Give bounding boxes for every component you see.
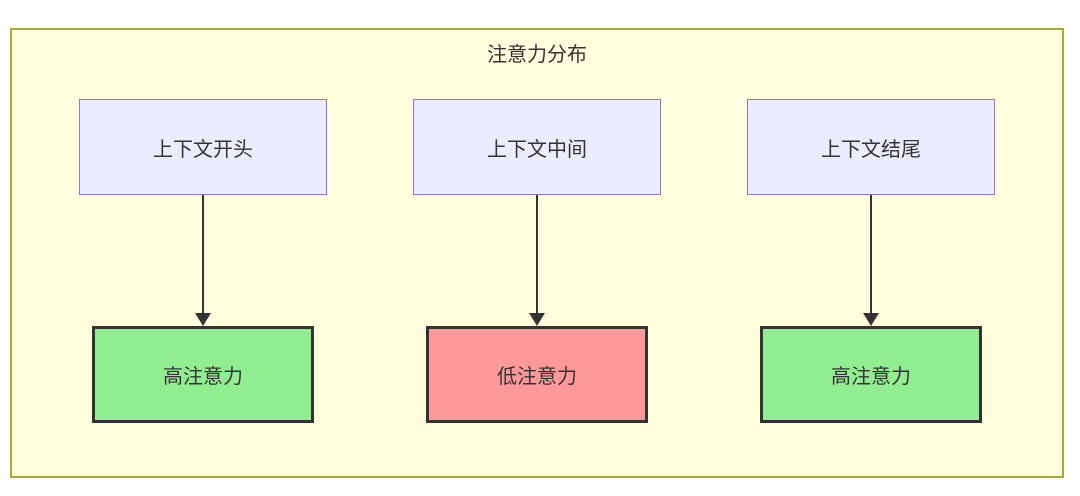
node-high-attention-right: 高注意力	[760, 326, 982, 423]
column-context-end: 上下文结尾 高注意力	[747, 99, 995, 423]
arrow-head-icon	[863, 313, 879, 326]
arrow-head-icon	[529, 313, 545, 326]
arrow-head-icon	[195, 313, 211, 326]
arrow-down-icon	[195, 195, 211, 326]
node-context-middle: 上下文中间	[413, 99, 661, 195]
node-low-attention: 低注意力	[426, 326, 648, 423]
attention-distribution-container: 注意力分布 上下文开头 高注意力 上下文中间 低注意力 上下文结尾 高注	[10, 28, 1064, 478]
arrow-line	[202, 195, 204, 313]
arrow-down-icon	[529, 195, 545, 326]
column-context-middle: 上下文中间 低注意力	[413, 99, 661, 423]
node-context-start: 上下文开头	[79, 99, 327, 195]
arrow-line	[536, 195, 538, 313]
node-context-end: 上下文结尾	[747, 99, 995, 195]
node-high-attention-left: 高注意力	[92, 326, 314, 423]
diagram-title: 注意力分布	[487, 44, 587, 66]
columns-row: 上下文开头 高注意力 上下文中间 低注意力 上下文结尾 高注意力	[12, 99, 1062, 423]
arrow-line	[870, 195, 872, 313]
arrow-down-icon	[863, 195, 879, 326]
column-context-start: 上下文开头 高注意力	[79, 99, 327, 423]
